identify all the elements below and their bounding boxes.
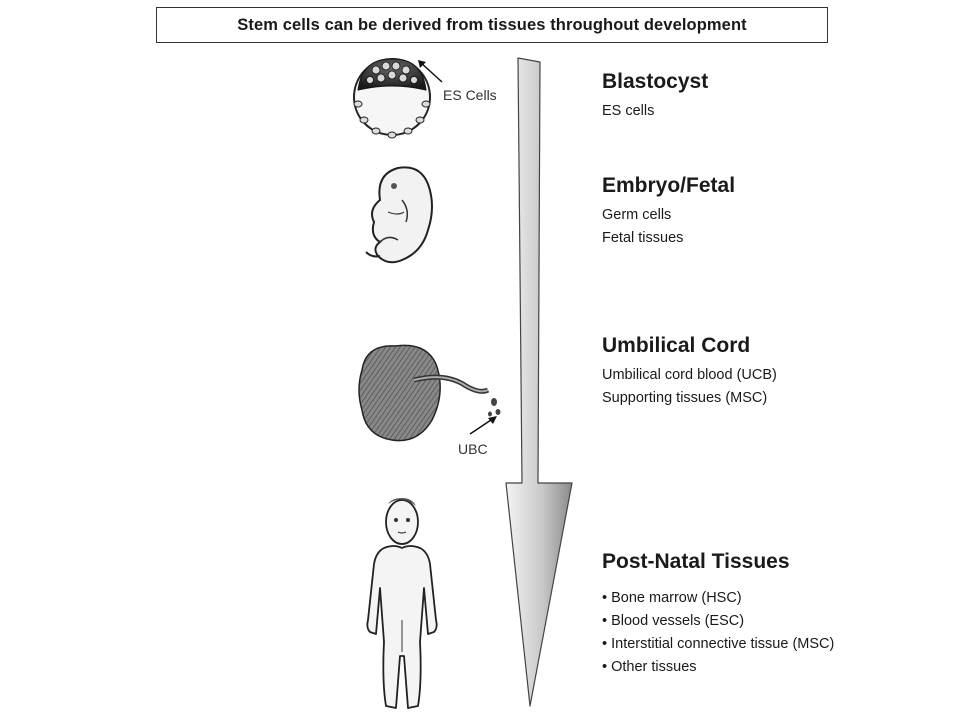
stage-item: • Interstitial connective tissue (MSC) (602, 636, 835, 652)
stage-item: • Other tissues (602, 659, 697, 675)
stage-item: • Bone marrow (HSC) (602, 590, 742, 606)
es-cells-label: ES Cells (443, 87, 497, 103)
es-cells-pointer (418, 60, 443, 83)
stage-items-embryo-fetal: Germ cells Fetal tissues (602, 204, 683, 250)
umbilical-cord-illustration (358, 344, 501, 442)
stage-heading-post-natal: Post-Natal Tissues (602, 550, 790, 573)
stage-item: • Blood vessels (ESC) (602, 613, 745, 629)
stage-item: Germ cells (602, 207, 672, 223)
blastocyst-illustration (353, 58, 431, 139)
stage-item: Supporting tissues (MSC) (602, 390, 768, 406)
stage-item: Umbilical cord blood (UCB) (602, 367, 777, 383)
stage-items-blastocyst: ES cells (602, 100, 654, 123)
stage-heading-umbilical-cord: Umbilical Cord (602, 334, 751, 357)
stage-heading-embryo-fetal: Embryo/Fetal (602, 174, 736, 197)
stage-item: Fetal tissues (602, 230, 684, 246)
stage-items-umbilical-cord: Umbilical cord blood (UCB) Supporting ti… (602, 364, 777, 410)
fetus-illustration (365, 166, 433, 264)
stage-heading-blastocyst: Blastocyst (602, 70, 709, 93)
ubc-pointer (469, 416, 497, 435)
ubc-label: UBC (458, 441, 488, 457)
child-illustration (366, 498, 438, 709)
diagram-title: Stem cells can be derived from tissues t… (156, 7, 828, 43)
stage-item: ES cells (602, 103, 655, 119)
stage-items-post-natal: • Bone marrow (HSC) • Blood vessels (ESC… (602, 587, 834, 679)
